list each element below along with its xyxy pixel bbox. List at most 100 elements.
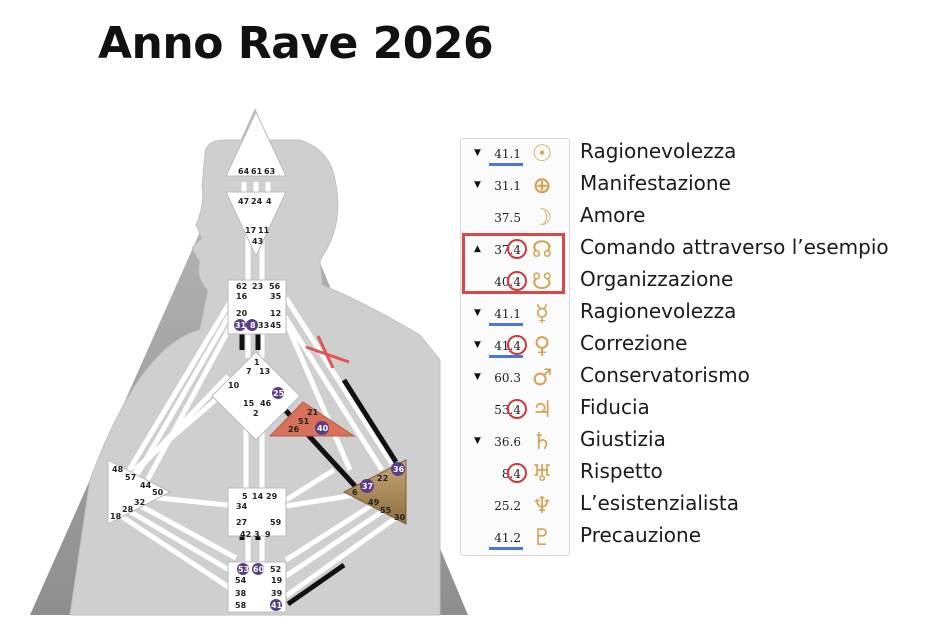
planet-row: ▲37.4☊ — [461, 235, 569, 267]
value-underline — [489, 323, 523, 326]
planet-value: 36.6 — [494, 435, 521, 449]
gate-11: 11 — [258, 226, 270, 235]
gate-9: 9 — [265, 530, 271, 539]
gate-27: 27 — [236, 518, 247, 527]
gate-18: 18 — [110, 512, 122, 521]
planet-theme-label: L’esistenzialista — [580, 491, 739, 515]
gate-36-active — [391, 462, 405, 476]
gate-49: 49 — [368, 498, 380, 507]
planet-row: ▼41.4♀ — [461, 331, 569, 363]
gate-63: 63 — [264, 167, 275, 176]
planet-row: 8.4♅ — [461, 459, 569, 491]
gate-41: 41 — [271, 601, 283, 610]
planet-row: ▼ 31.1 ⊕ — [461, 171, 569, 203]
sun-icon: ☉ — [531, 141, 553, 167]
gate-20: 20 — [236, 309, 248, 318]
direction-arrow: ▲ — [474, 244, 481, 254]
planet-row: 40.4☋ — [461, 267, 569, 299]
gate-47: 47 — [238, 197, 249, 206]
gate-53: 53 — [238, 565, 249, 574]
gate-1: 1 — [254, 358, 260, 367]
gate-13: 13 — [259, 367, 270, 376]
saturn-icon: ♄ — [531, 429, 553, 455]
value-underline — [489, 355, 523, 358]
gate-34: 34 — [236, 502, 248, 511]
gate-48: 48 — [112, 465, 124, 474]
gate-55: 55 — [380, 506, 392, 515]
jupiter-icon: ♃ — [531, 397, 553, 423]
venus-icon: ♀ — [533, 333, 551, 359]
direction-arrow: ▼ — [474, 340, 481, 350]
gate-37-active — [360, 479, 374, 493]
direction-arrow: ▼ — [474, 180, 481, 190]
gate-44: 44 — [140, 481, 152, 490]
head-center — [225, 110, 287, 177]
gate-labels: 64 61 63 47 24 4 17 11 43 62 23 56 16 35… — [110, 167, 406, 611]
gate-58: 58 — [235, 601, 247, 610]
planet-theme-label: Fiducia — [580, 395, 650, 419]
gate-51: 51 — [298, 417, 310, 426]
gate-53-active — [237, 563, 249, 575]
gate-28: 28 — [122, 505, 134, 514]
gate-7: 7 — [246, 367, 252, 376]
solar-plexus-center — [342, 459, 407, 525]
value-underline — [489, 547, 523, 550]
ajna-center — [225, 191, 287, 258]
highlight-box — [462, 233, 565, 294]
planet-theme-label: Ragionevolezza — [580, 139, 737, 163]
gate-31-active — [234, 319, 246, 331]
gate-50: 50 — [152, 488, 164, 497]
planet-value: 41.2 — [494, 531, 521, 545]
planet-theme-label: Organizzazione — [580, 267, 734, 291]
gate-35: 35 — [270, 292, 282, 301]
planet-value: 25.2 — [494, 499, 521, 513]
planet-value: 31.1 — [494, 179, 521, 193]
gate-30: 30 — [394, 513, 406, 522]
gate-40: 40 — [317, 424, 329, 433]
planet-theme-label: Precauzione — [580, 523, 701, 547]
gate-19: 19 — [271, 576, 283, 585]
direction-arrow: ▼ — [474, 372, 481, 382]
gate-43: 43 — [252, 237, 263, 246]
gate-8: 8 — [250, 321, 256, 330]
direction-arrow: ▼ — [474, 436, 481, 446]
planet-row: ▼ 36.6 ♄ — [461, 427, 569, 459]
gate-25: 25 — [273, 389, 285, 398]
earth-icon: ⊕ — [532, 173, 552, 199]
gate-17: 17 — [245, 226, 256, 235]
gate-14: 14 — [252, 492, 264, 501]
planet-activation-panel: ▼41.1☉ ▼ 31.1 ⊕ 37.5 ☽ ▲37.4☊40.4☋ ▼ 41.1 ☿ ▼41.4♀… — [460, 138, 570, 556]
uranus-icon: ♅ — [531, 461, 553, 487]
planet-row: 37.5 ☽ — [461, 203, 569, 235]
planet-theme-label: Amore — [580, 203, 646, 227]
gate-46: 46 — [260, 399, 272, 408]
gate-45: 45 — [270, 321, 282, 330]
line-circle-mark — [507, 399, 527, 419]
planet-value: 37.5 — [494, 211, 521, 225]
north-node-icon: ☊ — [531, 237, 553, 263]
planet-row: 53.4♃ — [461, 395, 569, 427]
channel-lines — [116, 182, 406, 599]
planet-row: 25.2♆ — [461, 491, 569, 523]
planet-theme-label: Rispetto — [580, 459, 663, 483]
value-underline — [489, 163, 523, 166]
mercury-icon: ☿ — [534, 301, 550, 327]
line-circle-mark — [507, 335, 527, 355]
gate-23: 23 — [252, 282, 263, 291]
gate-10: 10 — [228, 381, 240, 390]
moon-icon: ☽ — [531, 205, 553, 231]
gate-40-active — [315, 421, 329, 435]
ego-center — [268, 401, 356, 437]
gate-15: 15 — [243, 399, 255, 408]
planet-value: 41.1 — [494, 307, 521, 321]
gate-38: 38 — [235, 589, 247, 598]
gate-39: 39 — [271, 589, 283, 598]
gate-57: 57 — [125, 473, 136, 482]
planet-row: ▼41.1☉ — [461, 139, 569, 171]
pluto-icon: ♇ — [531, 525, 553, 551]
gate-21: 21 — [307, 408, 319, 417]
gate-36: 36 — [393, 465, 405, 474]
gate-59: 59 — [270, 518, 282, 527]
gate-2: 2 — [253, 409, 259, 418]
